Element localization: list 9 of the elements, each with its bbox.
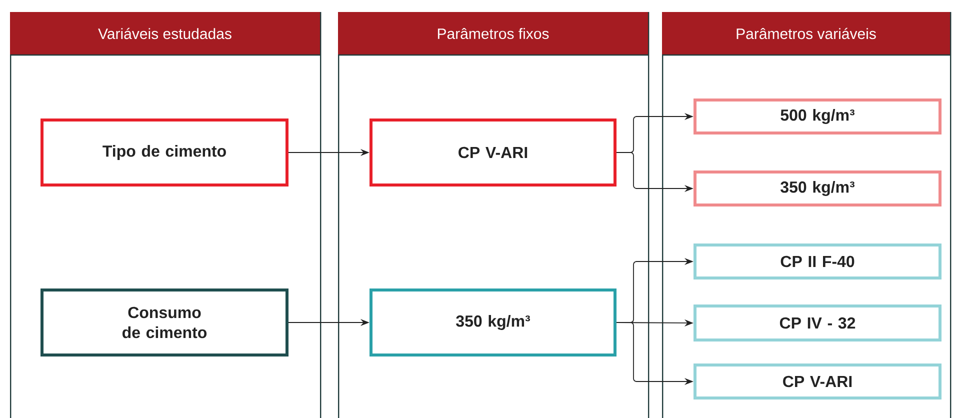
text-box: CP V-ARI bbox=[370, 118, 616, 186]
text-box: CP IV - 32 bbox=[694, 304, 942, 342]
text-box: Consumo de cimento bbox=[40, 288, 288, 356]
text-box: 500 kg/m³ bbox=[694, 98, 942, 134]
text-box: Tipo de cimento bbox=[40, 118, 288, 186]
text-box: 350 kg/m³ bbox=[694, 170, 942, 206]
text-box: 350 kg/m³ bbox=[370, 288, 616, 356]
text-box: CP II F-40 bbox=[694, 244, 942, 280]
text-box: CP V-ARI bbox=[694, 364, 942, 400]
